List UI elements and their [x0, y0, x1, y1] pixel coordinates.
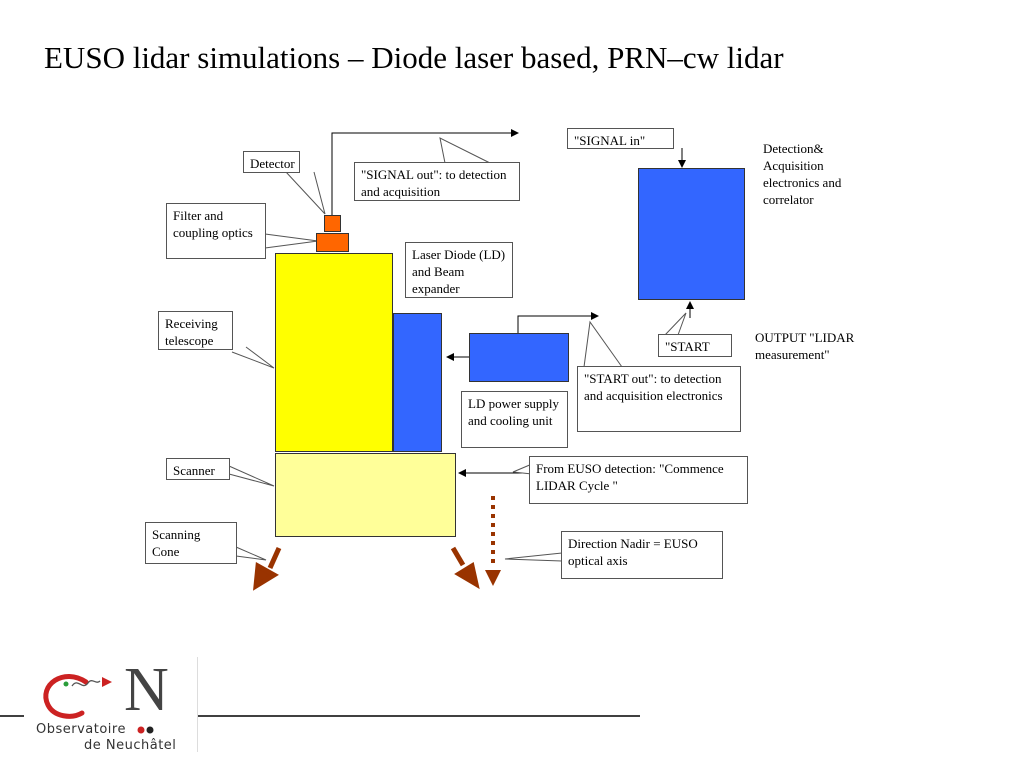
detector-block — [324, 215, 341, 232]
laser-diode-label: Laser Diode (LD) and Beam expander — [405, 242, 513, 298]
receiving-telescope-block — [275, 253, 393, 452]
detection-acquisition-label: Detection& Acquisition electronics and c… — [763, 141, 842, 207]
slide-title: EUSO lidar simulations – Diode laser bas… — [44, 40, 784, 75]
filter-block — [316, 233, 349, 252]
logo-name-line2: de Neuchâtel — [84, 738, 177, 753]
logo-graphic-icon — [43, 674, 112, 719]
receiving-label: Receiving telescope — [158, 311, 233, 350]
start-out-label: "START out": to detection and acquisitio… — [577, 366, 741, 432]
observatoire-logo: N Observatoire de Neuchâtel — [24, 656, 198, 753]
nadir-label: Direction Nadir = EUSO optical axis — [561, 531, 723, 579]
signal-in-label: "SIGNAL in" — [567, 128, 674, 149]
start-label: "START — [658, 334, 732, 357]
detection-electronics-block — [638, 168, 745, 300]
ld-power-block — [469, 333, 569, 382]
signal-out-label: "SIGNAL out": to detection and acquisiti… — [354, 162, 520, 201]
scanner-block — [275, 453, 456, 537]
scanning-cone-label: Scanning Cone — [145, 522, 237, 564]
logo-name-line1: Observatoire — [36, 722, 126, 737]
detector-label: Detector — [243, 151, 300, 173]
laser-diode-block — [393, 313, 442, 452]
from-euso-label: From EUSO detection: "Commence LIDAR Cyc… — [529, 456, 748, 504]
scanner-label: Scanner — [166, 458, 230, 480]
logo-dots-icon — [137, 726, 154, 734]
output-label: OUTPUT "LIDAR measurement" — [755, 330, 855, 362]
nadir-arrow — [485, 496, 501, 586]
ld-power-label: LD power supply and cooling unit — [461, 391, 568, 448]
scan-arrow-left — [253, 546, 282, 591]
filter-label: Filter and coupling optics — [166, 203, 266, 259]
logo-letter: N — [124, 656, 169, 724]
scan-arrow-right — [450, 546, 480, 590]
